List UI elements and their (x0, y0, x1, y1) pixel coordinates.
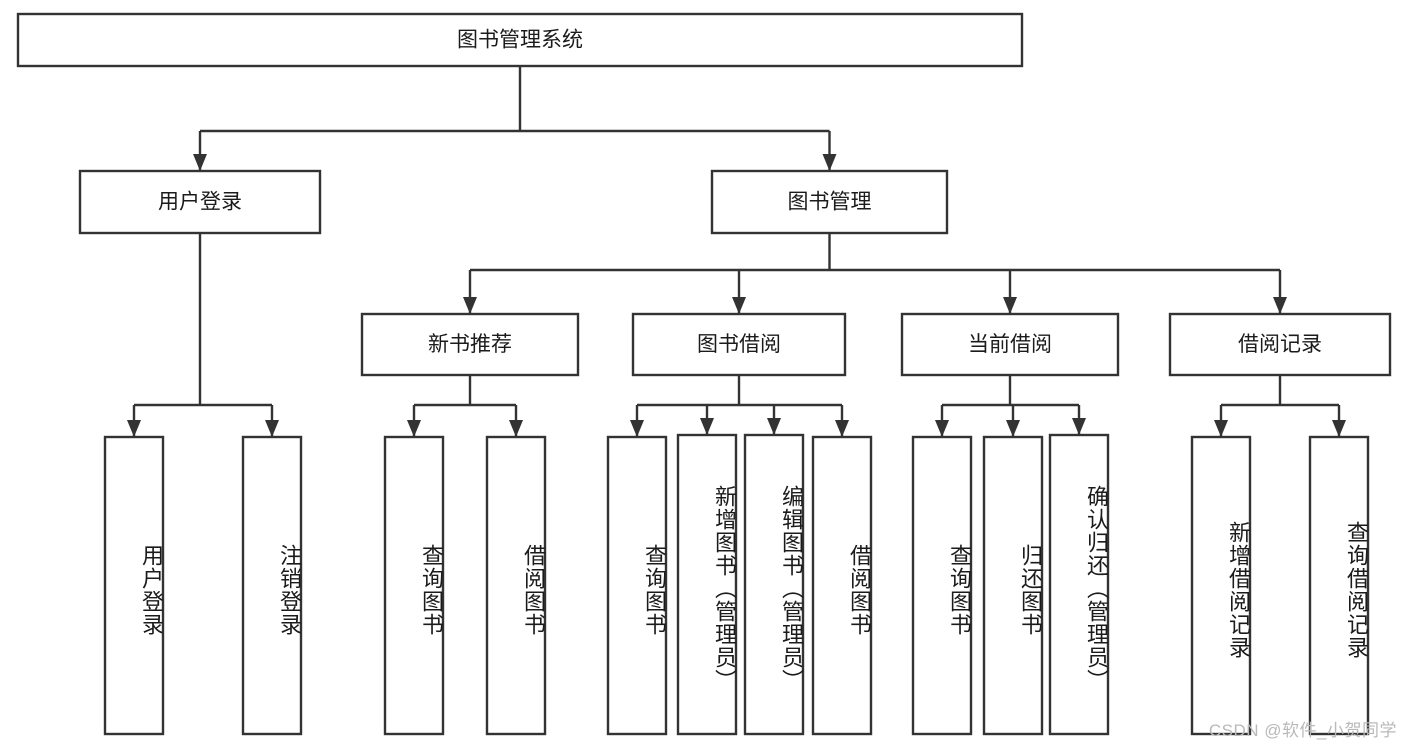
node-level2-label-0: 用户登录 (158, 191, 242, 214)
node-level3-box-1[interactable] (631, 312, 847, 377)
node-leaf-box-6[interactable] (743, 433, 805, 736)
arrow-head-icon-leaf-3-0 (935, 420, 949, 437)
arrow-head-icon-leaf-4-0 (1214, 420, 1228, 437)
node-level2-box-1[interactable] (710, 169, 949, 235)
node-level3-label-2: 当前借阅 (968, 333, 1052, 356)
node-leaf-box-11[interactable] (1190, 435, 1252, 736)
arrow-head-icon-level3-1 (732, 297, 746, 314)
watermark-text: CSDN @软件_小贺同学 (1208, 721, 1397, 740)
arrow-head-icon-leaf-4-1 (1332, 420, 1346, 437)
node-level3-label-0: 新书推荐 (428, 333, 512, 356)
arrow-head-icon-leaf-3-1 (1006, 420, 1020, 437)
arrow-head-icon-leaf-2-3 (835, 420, 849, 437)
arrow-head-icon-leaf-0-0 (127, 420, 141, 437)
node-root-label: 图书管理系统 (457, 29, 583, 52)
arrow-head-icon-leaf-2-2 (767, 418, 781, 435)
arrow-head-icon-leaf-2-0 (630, 420, 644, 437)
node-leaf-box-1[interactable] (241, 435, 303, 736)
node-level2-box-0[interactable] (78, 169, 322, 235)
node-leaf-box-8[interactable] (911, 435, 973, 736)
node-leaf-box-4[interactable] (606, 435, 668, 736)
arrow-head-icon-leaf-0-1 (265, 420, 279, 437)
arrow-head-icon-leaf-1-1 (509, 420, 523, 437)
arrow-head-icon-level2-0 (193, 154, 207, 171)
node-level3-box-0[interactable] (360, 312, 580, 377)
arrow-head-icon-level2-1 (822, 154, 837, 171)
node-level2-label-1: 图书管理 (788, 191, 872, 214)
arrow-head-icon-leaf-1-0 (407, 420, 421, 437)
node-leaf-box-0[interactable] (103, 435, 165, 736)
node-level3-label-1: 图书借阅 (697, 333, 781, 356)
node-leaf-box-3[interactable] (485, 435, 547, 736)
node-leaf-box-10[interactable] (1048, 433, 1110, 736)
arrow-head-icon-level3-0 (463, 297, 477, 314)
arrow-head-icon-level3-3 (1273, 297, 1287, 314)
node-level3-box-3[interactable] (1168, 312, 1392, 377)
arrow-head-icon-leaf-3-2 (1072, 418, 1086, 435)
node-level3-label-3: 借阅记录 (1238, 333, 1322, 356)
node-leaf-box-9[interactable] (982, 435, 1044, 736)
node-leaf-box-5[interactable] (676, 433, 738, 736)
node-leaf-box-12[interactable] (1308, 435, 1370, 736)
node-level3-box-2[interactable] (900, 312, 1120, 377)
boxes-layer (16, 12, 1392, 736)
arrow-head-icon-leaf-2-1 (700, 418, 714, 435)
node-leaf-box-2[interactable] (383, 435, 445, 736)
node-root-box[interactable] (16, 12, 1024, 68)
arrow-head-icon-level3-2 (1003, 297, 1017, 314)
node-leaf-box-7[interactable] (811, 435, 873, 736)
connectors-layer (127, 66, 1346, 437)
